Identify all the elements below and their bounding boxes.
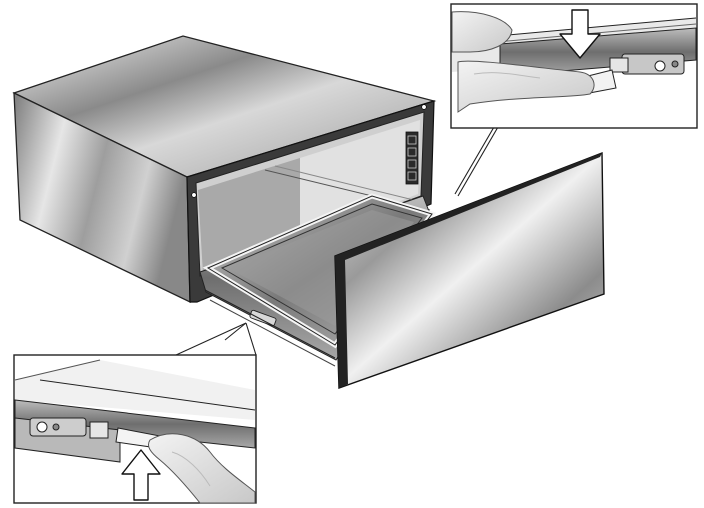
pulled-out-drawer <box>199 151 605 389</box>
detail-inset-right <box>450 3 698 129</box>
callout-pointers <box>175 126 499 356</box>
control-panel <box>405 131 419 185</box>
down-arrow-icon <box>559 9 601 59</box>
screw-icon <box>191 192 197 198</box>
detail-inset-left <box>13 354 257 504</box>
up-arrow-icon <box>121 449 161 501</box>
drawer-cabinet <box>12 35 437 304</box>
control-button-icon <box>407 159 417 169</box>
control-button-icon <box>407 135 417 145</box>
control-button-icon <box>407 171 417 181</box>
control-button-icon <box>407 147 417 157</box>
screw-icon <box>421 104 427 110</box>
